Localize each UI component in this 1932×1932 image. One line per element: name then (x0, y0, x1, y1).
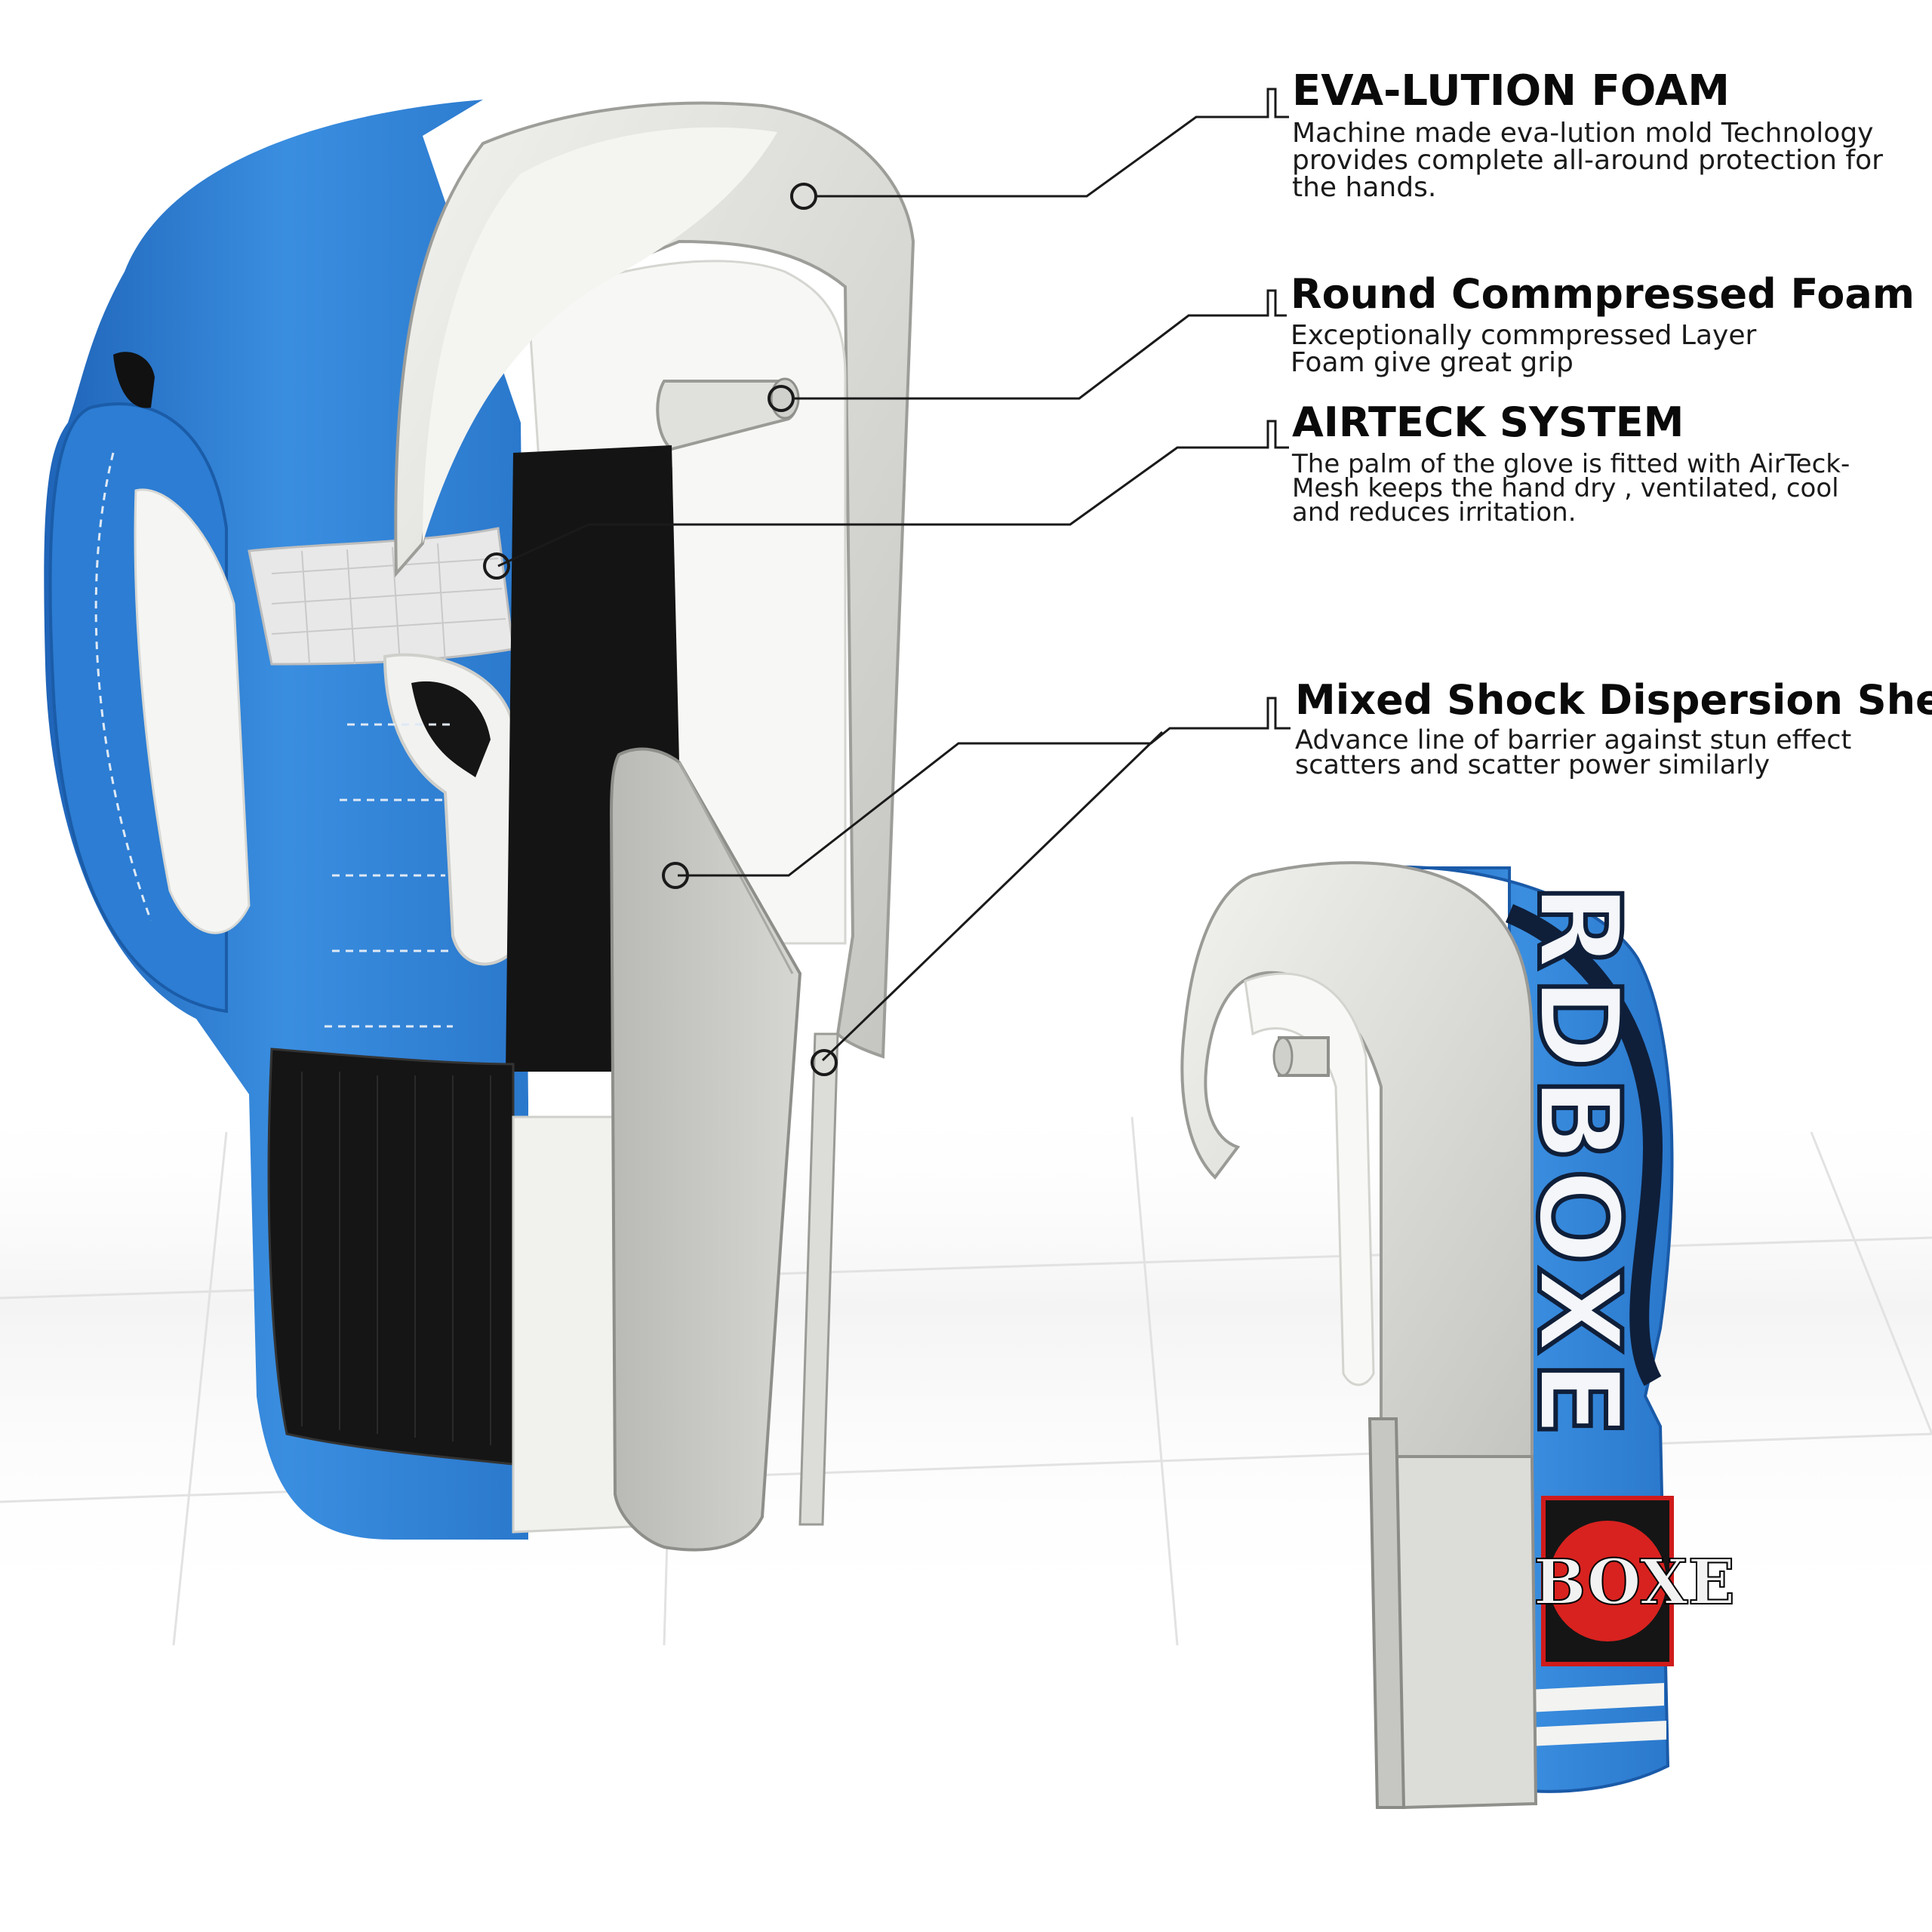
eva-foam-layer (394, 101, 915, 1059)
callout-line: Machine made eva-lution mold Technology (1292, 117, 1874, 149)
callout-eva-lution-foam: EVA-LUTION FOAM Machine made eva-lution … (1292, 69, 1883, 202)
callout-line: provides complete all-around protection … (1292, 144, 1883, 176)
right-cuff-foam (1380, 1455, 1538, 1810)
callout-title: AIRTECK SYSTEM (1292, 398, 1684, 446)
right-glove-interior (1244, 972, 1375, 1386)
anchor-eva-foam (790, 183, 817, 210)
callout-line: and reduces irritation. (1292, 497, 1577, 528)
leader-eva-foam (815, 88, 1289, 198)
callout-title: Mixed Shock Dispersion Sheet (1295, 676, 1932, 724)
callout-line: The palm of the glove is fitted with Air… (1292, 448, 1850, 479)
callout-line: Advance line of barrier against stun eff… (1295, 724, 1852, 755)
brand-badge: DBOXE (1479, 1496, 1736, 1666)
anchor-compressed-foam (768, 385, 795, 412)
callout-mixed-shock-dispersion-sheet: Mixed Shock Dispersion Sheet Advance lin… (1295, 676, 1932, 780)
right-glove: RDBOXE DBOXE (1180, 861, 1736, 1810)
shock-dispersion-sheet (609, 747, 802, 1552)
callout-description: The palm of the glove is fitted with Air… (1292, 448, 1850, 528)
leader-lines (497, 88, 1291, 1062)
sheet-edge (798, 1032, 839, 1526)
anchor-shock-sheet-b (811, 1049, 838, 1076)
leader-shock-sheet-b (821, 731, 1164, 1062)
callout-description: Machine made eva-lution mold Technology … (1292, 117, 1883, 203)
callout-line: scatters and scatter power similarly (1295, 749, 1770, 780)
callout-title: Round Commpressed Foam (1291, 270, 1915, 318)
wrist-strap (267, 1048, 515, 1466)
callout-line: Mesh keeps the hand dry , ventilated, co… (1292, 472, 1839, 503)
callout-line: Exceptionally commpressed Layer (1291, 319, 1757, 351)
callout-line: the hands. (1292, 171, 1437, 203)
callout-round-compressed-foam: Round Commpressed Foam Exceptionally com… (1291, 270, 1915, 378)
callout-description: Advance line of barrier against stun eff… (1295, 724, 1932, 780)
top-strap-loop (113, 352, 155, 408)
callout-description: Exceptionally commpressed Layer Foam giv… (1291, 319, 1915, 378)
palm-panel (134, 488, 251, 934)
inner-lining (506, 445, 679, 1072)
leader-shock-sheet-a (678, 697, 1291, 877)
callout-airteck-system: AIRTECK SYSTEM The palm of the glove is … (1292, 401, 1850, 525)
left-glove (44, 100, 915, 1552)
leader-anchors (483, 183, 838, 1076)
leader-compressed-foam (792, 289, 1287, 400)
anchor-airteck (483, 552, 510, 580)
right-eva-foam (1180, 861, 1534, 1458)
right-shock-sheet (1367, 1417, 1406, 1809)
callout-line: Foam give great grip (1291, 346, 1574, 378)
anchor-shock-sheet-a (662, 862, 689, 889)
leader-airteck (497, 420, 1289, 568)
callout-title: EVA-LUTION FOAM (1292, 66, 1730, 115)
